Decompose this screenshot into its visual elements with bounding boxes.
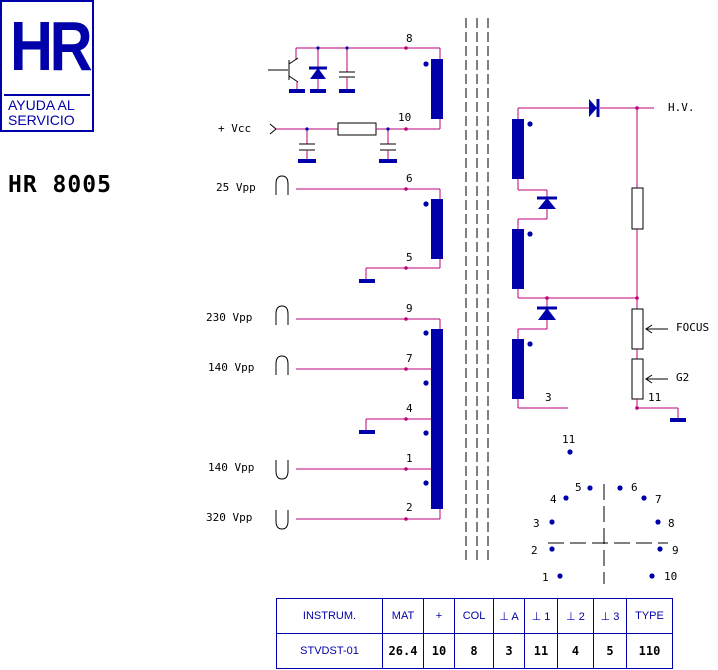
conn-pin-3: 3 (533, 517, 540, 530)
pin-7: 7 (406, 352, 413, 365)
logo-line-2: SERVICIO (8, 112, 75, 128)
value-plus: 10 (423, 633, 455, 669)
header-mat: MAT (382, 598, 424, 634)
winding-8-10 (423, 59, 443, 119)
pin-2: 2 (406, 501, 413, 514)
winding-6-5: 25 Vpp (216, 175, 443, 283)
logo-line-1: AYUDA AL (8, 97, 75, 113)
vpp-25-label: 25 Vpp (216, 181, 256, 194)
vcc-circuit: + Vcc (218, 118, 441, 163)
pin-1: 1 (406, 452, 413, 465)
header-gnd-2: ⊥ 2 (557, 598, 594, 634)
pin-9: 9 (406, 302, 413, 315)
spec-table: INSTRUM. MAT + COL ⊥ A ⊥ 1 ⊥ 2 ⊥ 3 TYPE … (276, 598, 673, 669)
header-gnd-a: ⊥ A (493, 598, 525, 634)
hr-logo: HR AYUDA AL SERVICIO (0, 0, 94, 132)
header-type: TYPE (626, 598, 673, 634)
pin-numbers: 8 10 6 5 9 7 4 1 2 3 11 (398, 32, 661, 514)
spec-value-row: STVDST-01 26.4 10 8 3 11 4 5 110 (276, 633, 673, 669)
pin-8: 8 (406, 32, 413, 45)
value-type: 110 (626, 633, 673, 669)
vcc-label: + Vcc (218, 122, 251, 135)
logo-divider (4, 94, 90, 96)
spec-header-row: INSTRUM. MAT + COL ⊥ A ⊥ 1 ⊥ 2 ⊥ 3 TYPE (276, 598, 673, 634)
conn-pin-11: 11 (562, 433, 575, 446)
transformer-core (465, 18, 489, 560)
pin-3: 3 (545, 391, 552, 404)
vpp-320-label: 320 Vpp (206, 511, 252, 524)
transformer-schematic: .w { stroke:#bb0077; stroke-width:1; fil… (206, 18, 709, 584)
focus-label: FOCUS (676, 321, 709, 334)
pin-11: 11 (648, 391, 661, 404)
conn-pin-4: 4 (550, 493, 557, 506)
conn-pin-10: 10 (664, 570, 677, 583)
header-col: COL (454, 598, 494, 634)
top-drive-circuit (268, 46, 441, 93)
value-mat: 26.4 (382, 633, 424, 669)
logo-mark: HR (10, 7, 93, 85)
header-plus: + (423, 598, 455, 634)
pin-5: 5 (406, 251, 413, 264)
vpp-140-top-label: 140 Vpp (208, 361, 254, 374)
value-gnd-1: 11 (524, 633, 558, 669)
value-instrum: STVDST-01 (276, 633, 383, 669)
winding-main: 230 Vpp 140 Vpp 140 Vpp 320 Vpp (206, 305, 443, 530)
hv-label: H.V. (668, 101, 695, 114)
header-gnd-1: ⊥ 1 (524, 598, 558, 634)
header-instrum: INSTRUM. (276, 598, 383, 634)
pin-6: 6 (406, 172, 413, 185)
connector-pinout: 11 5 6 4 7 3 8 2 9 1 10 (531, 433, 679, 584)
g2-label: G2 (676, 371, 689, 384)
vpp-230-label: 230 Vpp (206, 311, 252, 324)
focus-divider: FOCUS G2 (631, 108, 709, 422)
value-gnd-a: 3 (493, 633, 525, 669)
conn-pin-8: 8 (668, 517, 675, 530)
header-gnd-3: ⊥ 3 (593, 598, 627, 634)
conn-pin-5: 5 (575, 481, 582, 494)
value-gnd-3: 5 (593, 633, 627, 669)
pin-4: 4 (406, 402, 413, 415)
vpp-140-bottom-label: 140 Vpp (208, 461, 254, 474)
pin-10: 10 (398, 111, 411, 124)
conn-pin-9: 9 (672, 544, 679, 557)
hv-secondary: H.V. (512, 99, 695, 409)
value-gnd-2: 4 (557, 633, 594, 669)
value-col: 8 (454, 633, 494, 669)
model-number: HR 8005 (8, 172, 112, 198)
logo-tagline: AYUDA AL SERVICIO (8, 98, 75, 128)
conn-pin-6: 6 (631, 481, 638, 494)
conn-pin-7: 7 (655, 493, 662, 506)
conn-pin-2: 2 (531, 544, 538, 557)
conn-pin-1: 1 (542, 571, 549, 584)
